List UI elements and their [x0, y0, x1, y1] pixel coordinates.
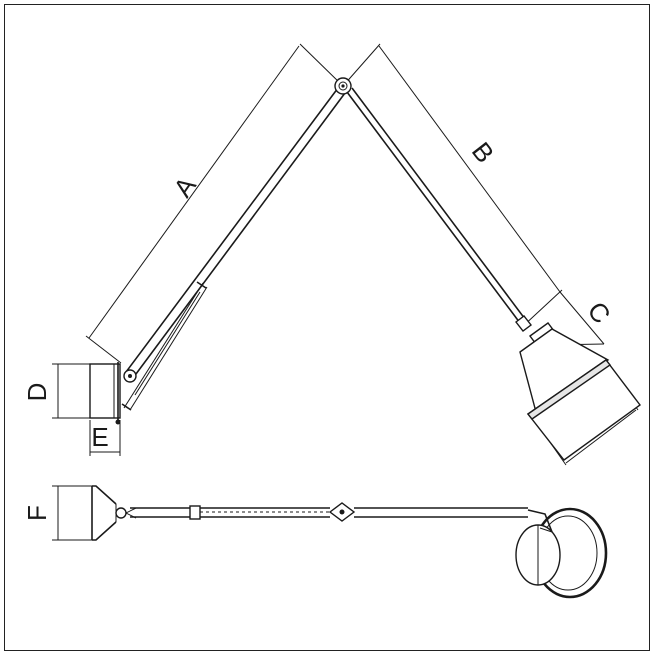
label-f: F — [22, 505, 52, 521]
wall-bracket — [91, 485, 117, 541]
bracket-pivot-icon — [115, 507, 127, 519]
dimension-a — [85, 43, 344, 364]
label-a: A — [167, 171, 202, 203]
top-arm — [130, 505, 528, 520]
label-e: E — [91, 422, 108, 452]
side-view: A B C G D — [22, 43, 641, 466]
dimension-b — [342, 43, 563, 329]
dimension-e — [89, 420, 121, 456]
lower-arm — [121, 87, 346, 411]
label-d: D — [22, 383, 52, 402]
dimension-f — [52, 485, 92, 541]
top-lamp-shade — [515, 507, 608, 599]
wall-mount-block — [89, 363, 121, 419]
mount-screw-icon — [115, 419, 121, 425]
dimension-d — [52, 363, 90, 419]
top-mid-joint-icon — [328, 502, 356, 522]
label-b: B — [466, 136, 500, 168]
upper-arm — [346, 87, 526, 324]
lamp-head — [515, 315, 641, 461]
top-view: F — [22, 485, 608, 599]
